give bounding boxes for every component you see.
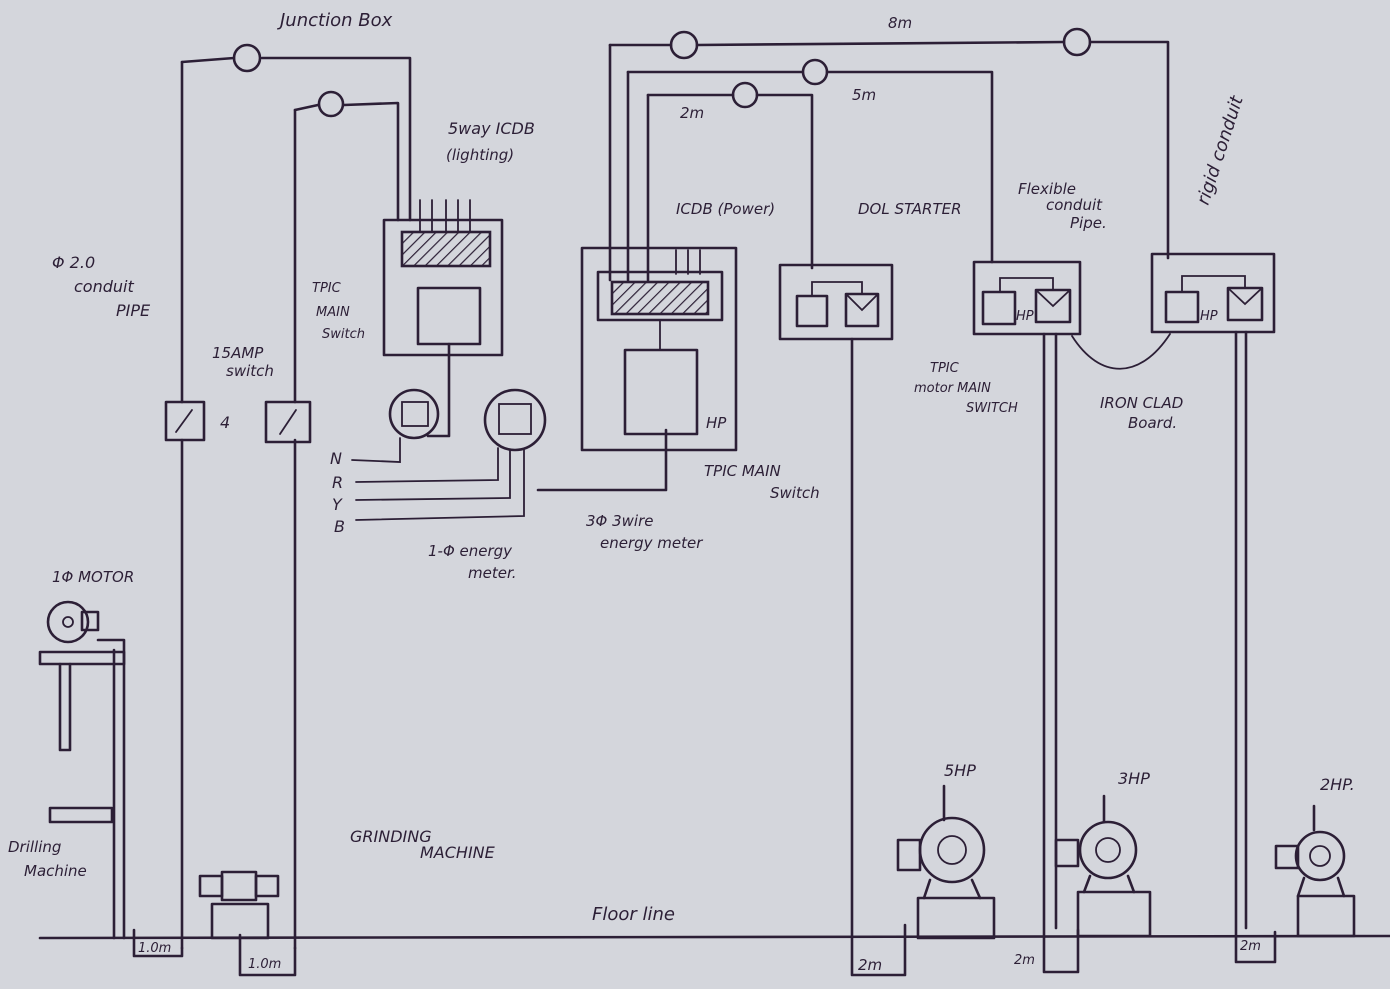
label-dist-5m: 5m bbox=[852, 86, 876, 104]
label-switch-15a-2: switch bbox=[226, 362, 274, 380]
label-phase-b: B bbox=[334, 517, 345, 536]
motor-1ph-drawing bbox=[38, 600, 126, 752]
label-hp-2hp-box: HP bbox=[1200, 309, 1218, 324]
label-grinding-2: MACHINE bbox=[420, 843, 496, 862]
label-meter-3ph-1: 3Φ 3wire bbox=[586, 512, 654, 530]
label-drop-2m-a: 2m bbox=[858, 956, 882, 974]
motor-5hp-drawing bbox=[896, 784, 996, 940]
label-conduit-1: conduit bbox=[74, 277, 134, 296]
motor-3hp-drawing bbox=[1054, 794, 1152, 938]
label-motor-3hp: 3HP bbox=[1118, 769, 1150, 788]
label-floor-line: Floor line bbox=[592, 904, 675, 925]
label-hp-3hp-box: HP bbox=[1016, 309, 1034, 324]
label-motor-1ph: 1Φ MOTOR bbox=[52, 568, 134, 586]
dol-starter-3hp bbox=[972, 260, 1082, 336]
label-phase-n: N bbox=[330, 449, 342, 468]
label-icdb-lighting-1: 5way ICDB bbox=[448, 119, 535, 138]
label-conduit-size: Φ 2.0 bbox=[52, 253, 95, 272]
switch-15a-left bbox=[164, 400, 206, 442]
switch-15a-right bbox=[264, 400, 312, 444]
label-iron-clad-1: IRON CLAD bbox=[1100, 394, 1183, 412]
label-dist-8m: 8m bbox=[888, 14, 912, 32]
label-drop-1m-b: 1.0m bbox=[248, 957, 281, 972]
dol-starter-5hp bbox=[778, 263, 894, 341]
label-flexible-1: Flexible bbox=[1018, 180, 1076, 198]
label-dol-starter: DOL STARTER bbox=[858, 200, 962, 218]
drilling-machine-drawing bbox=[48, 806, 114, 824]
label-drop-2m-b: 2m bbox=[1014, 953, 1035, 968]
label-flexible-2: conduit bbox=[1046, 196, 1103, 214]
lighting-circuit bbox=[180, 56, 412, 950]
label-flexible-3: Pipe. bbox=[1070, 214, 1107, 232]
label-conduit-2: PIPE bbox=[116, 301, 151, 320]
label-phase-y: Y bbox=[332, 495, 343, 514]
label-switch-mark: 4 bbox=[220, 413, 230, 432]
label-meter-1ph-1: 1-Φ energy bbox=[428, 542, 513, 560]
label-motor-2hp: 2HP. bbox=[1320, 775, 1355, 794]
label-iron-clad-2: Board. bbox=[1128, 414, 1177, 432]
label-tpic-motor-2: motor MAIN bbox=[914, 381, 991, 396]
grinding-machine-drawing bbox=[198, 870, 280, 940]
label-tpic-motor-3: SWITCH bbox=[966, 401, 1018, 416]
label-tpic-right-1: TPIC MAIN bbox=[704, 462, 781, 480]
junction-box-1 bbox=[232, 43, 262, 73]
label-phase-r: R bbox=[332, 473, 343, 492]
label-tpic-right-2: Switch bbox=[770, 484, 820, 502]
label-dist-2m: 2m bbox=[680, 104, 704, 122]
label-hp-icdb: HP bbox=[706, 414, 727, 432]
motor-2hp-drawing bbox=[1274, 804, 1356, 938]
label-grinding-1: GRINDING bbox=[350, 827, 432, 846]
label-tpic-left-3: Switch bbox=[322, 327, 365, 342]
label-drop-1m-a: 1.0m bbox=[138, 941, 171, 956]
label-junction-box: Junction Box bbox=[277, 10, 393, 31]
label-switch-15a-1: 15AMP bbox=[212, 344, 264, 362]
label-tpic-left-1: TPIC bbox=[312, 281, 342, 296]
supply-lines bbox=[351, 437, 525, 521]
icdb-lighting-box bbox=[382, 199, 504, 357]
left-drops bbox=[96, 638, 297, 977]
label-icdb-lighting-2: (lighting) bbox=[446, 146, 514, 164]
label-meter-3ph-2: energy meter bbox=[600, 534, 703, 552]
label-drop-2m-c: 2m bbox=[1240, 939, 1261, 954]
label-tpic-motor-1: TPIC bbox=[930, 361, 960, 376]
icdb-busbar-lighting bbox=[400, 230, 492, 268]
motor-drops bbox=[850, 330, 1277, 977]
icdb-busbar-power bbox=[610, 280, 710, 316]
icdb-power-box bbox=[580, 246, 738, 452]
label-meter-1ph-2: meter. bbox=[468, 564, 517, 582]
label-drilling-1: Drilling bbox=[8, 838, 61, 856]
label-icdb-power: ICDB (Power) bbox=[676, 200, 775, 218]
label-motor-5hp: 5HP bbox=[944, 761, 976, 780]
iron-clad-arrow bbox=[1071, 333, 1171, 370]
dol-starter-2hp bbox=[1150, 252, 1276, 334]
label-drilling-2: Machine bbox=[24, 862, 87, 880]
tpic-main-switch-power bbox=[623, 348, 699, 436]
junction-box-2 bbox=[317, 90, 345, 118]
energy-meter-1ph bbox=[388, 342, 451, 440]
label-tpic-left-2: MAIN bbox=[316, 305, 350, 320]
